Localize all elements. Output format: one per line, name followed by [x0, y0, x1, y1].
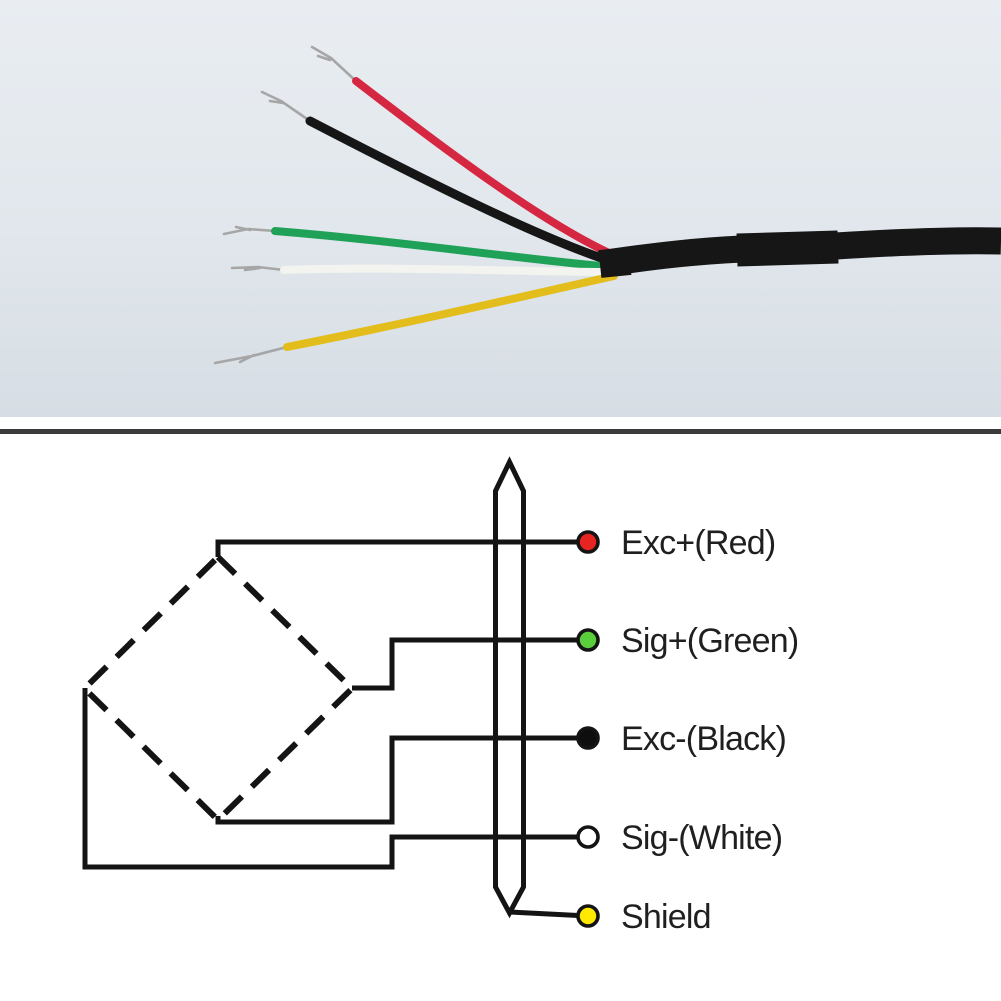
shield-trace [509, 909, 589, 919]
exc-plus-trace [215, 539, 588, 557]
exc-minus-trace [215, 735, 588, 825]
exc-minus-dot [576, 726, 600, 750]
cable-jacket [597, 227, 1001, 278]
green-wire [271, 227, 616, 271]
yellow-wire-tip [213, 345, 289, 365]
black-wire [305, 116, 621, 268]
shield-label: Shield [621, 898, 711, 936]
shield-dot [576, 904, 600, 928]
exc-plus-dot [576, 530, 600, 554]
sig-minus-dot [576, 825, 600, 849]
wire-tips [213, 45, 359, 365]
photo-background [0, 0, 1001, 417]
cable-symbol [493, 456, 526, 919]
cable-heatshrink-section [736, 230, 839, 267]
wiring-diagram: Exc+(Red) Sig+(Green) Exc-(Black) Sig-(W… [80, 456, 799, 936]
sig-plus-label: Sig+(Green) [621, 622, 798, 660]
green-wire-tip [222, 225, 277, 236]
sig-plus-dot [576, 628, 600, 652]
black-wire-tip [260, 90, 312, 123]
exc-plus-label: Exc+(Red) [621, 524, 775, 562]
cable-photo [0, 0, 1001, 417]
load-cell-bridge-diamond [80, 552, 357, 825]
cable-jacket-mouth [598, 247, 632, 278]
sig-minus-trace [82, 688, 588, 870]
sig-plus-trace [352, 637, 588, 691]
section-divider [0, 429, 1001, 434]
white-wire [280, 264, 617, 276]
exc-minus-label: Exc-(Black) [621, 720, 786, 758]
red-wire-tip [310, 45, 359, 84]
white-wire-tip [230, 265, 286, 272]
terminal-labels: Exc+(Red) Sig+(Green) Exc-(Black) Sig-(W… [621, 524, 799, 936]
yellow-wire [283, 272, 618, 351]
sig-minus-label: Sig-(White) [621, 819, 782, 857]
red-wire [352, 77, 624, 262]
